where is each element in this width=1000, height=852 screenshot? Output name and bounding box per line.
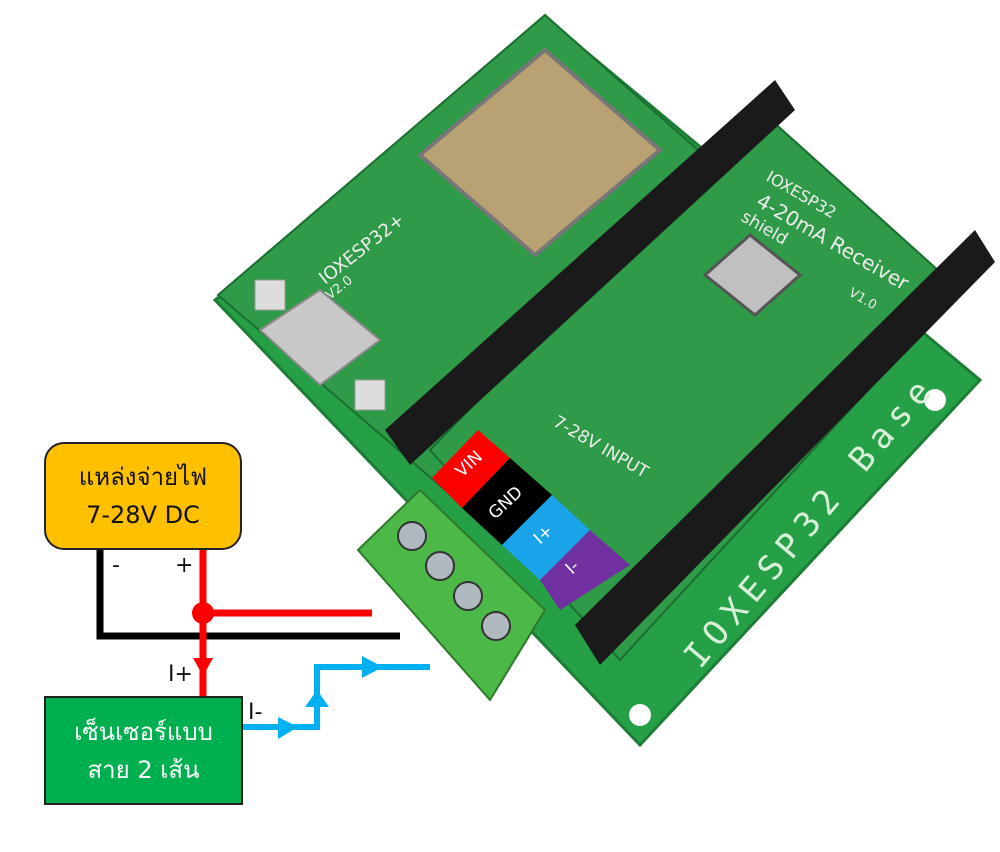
sensor-subtitle: สาย 2 เส้น	[87, 755, 200, 784]
sensor-box: เซ็นเซอร์แบบ สาย 2 เส้น	[44, 696, 243, 805]
plus-label: +	[175, 553, 194, 578]
terminal-label-vin: VIN	[432, 430, 510, 508]
terminal-label-iplus: I+	[502, 495, 590, 580]
blue-wire	[243, 664, 430, 730]
junction-dot	[192, 602, 214, 624]
arrow-up-icon	[305, 690, 329, 707]
i-plus-label: I+	[168, 662, 193, 687]
i-minus-label: I-	[248, 700, 263, 725]
arrow-right-icon	[278, 717, 298, 739]
boot-button	[354, 379, 386, 411]
reset-button	[254, 279, 286, 311]
arrow-right-icon	[362, 656, 383, 678]
header-strip	[575, 230, 995, 665]
power-supply-title: แหล่งจ่ายไฟ	[78, 463, 208, 491]
usb-c-port	[258, 288, 382, 387]
power-supply-box: แหล่งจ่ายไฟ 7-28V DC	[44, 442, 242, 550]
header-strip	[385, 80, 795, 465]
terminal-label-gnd: GND	[462, 458, 552, 545]
inductor	[702, 233, 803, 317]
terminal-label-iminus: I-	[540, 530, 630, 610]
minus-label: -	[112, 553, 120, 578]
mounting-hole	[629, 704, 651, 726]
esp32-module	[416, 47, 664, 258]
power-supply-voltage: 7-28V DC	[86, 501, 200, 529]
arrow-down-icon	[193, 658, 213, 676]
mounting-hole	[924, 389, 946, 411]
terminal-screws	[397, 521, 511, 641]
sensor-title: เซ็นเซอร์แบบ	[74, 717, 213, 746]
black-wire	[96, 550, 400, 640]
